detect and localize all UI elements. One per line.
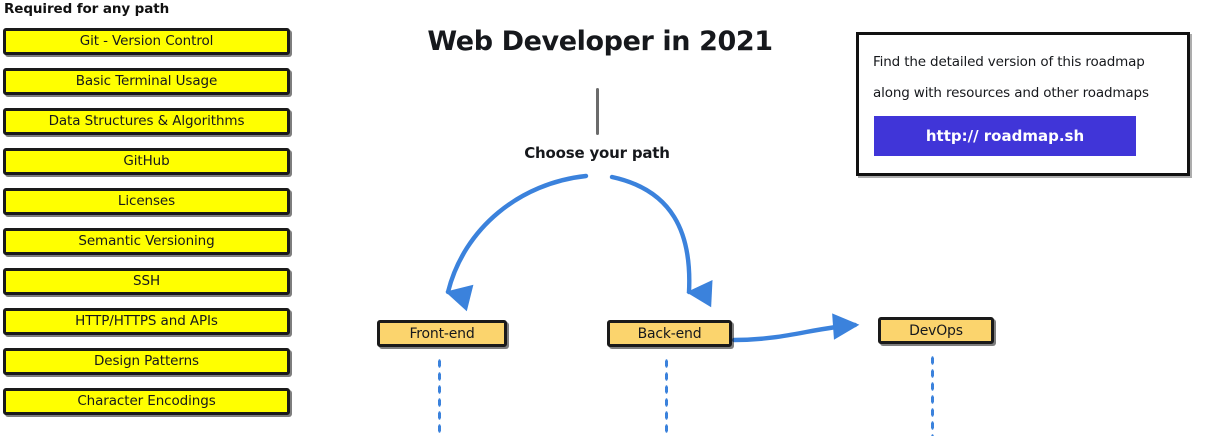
page-title: Web Developer in 2021 (427, 26, 773, 57)
arrow-to-frontend (445, 173, 589, 312)
roadmap-sh-link-button[interactable]: http:// roadmap.sh (874, 116, 1136, 156)
dotted-trail-frontend (437, 357, 442, 436)
required-item-data-structures-algorithms[interactable]: Data Structures & Algorithms (3, 108, 290, 135)
required-item-label: SSH (133, 272, 160, 289)
required-item-label: HTTP/HTTPS and APIs (75, 312, 218, 329)
required-item-label: Character Encodings (77, 392, 216, 409)
required-item-design-patterns[interactable]: Design Patterns (3, 348, 290, 375)
required-item-label: Design Patterns (93, 352, 199, 369)
required-items-list: Git - Version Control Basic Terminal Usa… (0, 28, 300, 428)
path-node-devops[interactable]: DevOps (878, 317, 994, 344)
info-box-line-1: Find the detailed version of this roadma… (873, 54, 1145, 70)
required-item-basic-terminal-usage[interactable]: Basic Terminal Usage (3, 68, 290, 95)
required-section-heading: Required for any path (4, 1, 170, 17)
required-item-licenses[interactable]: Licenses (3, 188, 290, 215)
required-item-git-version-control[interactable]: Git - Version Control (3, 28, 290, 55)
choose-your-path-label: Choose your path (524, 144, 670, 162)
path-node-label: DevOps (909, 322, 963, 339)
arrow-to-backend (609, 174, 713, 308)
required-item-label: Data Structures & Algorithms (48, 112, 245, 129)
required-item-character-encodings[interactable]: Character Encodings (3, 388, 290, 415)
required-item-ssh[interactable]: SSH (3, 268, 290, 295)
required-item-label: Basic Terminal Usage (75, 72, 218, 89)
dotted-trail-devops (930, 354, 935, 436)
required-item-label: Semantic Versioning (78, 232, 215, 249)
path-node-frontend[interactable]: Front-end (377, 320, 507, 347)
required-item-label: GitHub (123, 152, 170, 169)
roadmap-sh-link-label: http:// roadmap.sh (925, 127, 1085, 145)
roadmap-info-box: Find the detailed version of this roadma… (856, 32, 1190, 176)
info-box-line-2: along with resources and other roadmaps (873, 85, 1149, 101)
title-stem-line (596, 88, 599, 135)
dotted-trail-backend (664, 357, 669, 436)
required-item-semantic-versioning[interactable]: Semantic Versioning (3, 228, 290, 255)
required-item-label: Git - Version Control (79, 32, 214, 49)
path-node-label: Front-end (409, 325, 475, 342)
required-item-http-https-and-apis[interactable]: HTTP/HTTPS and APIs (3, 308, 290, 335)
required-item-github[interactable]: GitHub (3, 148, 290, 175)
required-for-any-path-section: Required for any path Git - Version Cont… (0, 0, 300, 430)
path-node-label: Back-end (637, 325, 702, 342)
arrow-backend-to-devops (731, 313, 860, 343)
required-item-label: Licenses (117, 192, 176, 209)
path-node-backend[interactable]: Back-end (607, 320, 732, 347)
